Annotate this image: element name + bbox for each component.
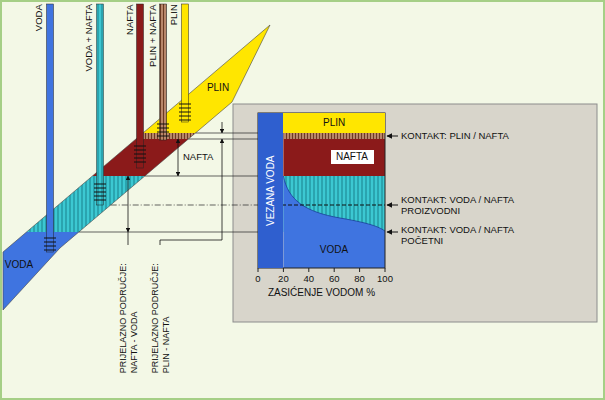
transition-zone-label: PRIJELAZNO PODRUČJE: PLIN - NAFTA [149, 248, 171, 373]
axis-tick-label: 100 [377, 273, 393, 284]
node-text: PLIN [323, 117, 345, 129]
bound-water-column: VEZANA VODA [258, 113, 283, 268]
saturation-curve [283, 176, 385, 231]
well-label: VODA + NAFTA [83, 4, 94, 72]
node-text: VODA [5, 259, 33, 271]
water-oil-well [97, 4, 104, 205]
node-text: VODA [320, 244, 348, 256]
oil-well [137, 4, 144, 168]
contact-label: KONTAKT: VODA / NAFTA POČETNI [401, 224, 536, 247]
contact-line [196, 133, 259, 134]
axis-tick-label: 0 [255, 273, 260, 284]
water-well [47, 4, 54, 252]
well-label: NAFTA [123, 4, 134, 34]
axis-tick-label: 40 [304, 273, 315, 284]
dimension-line [128, 176, 129, 232]
perforation-marks [44, 104, 191, 250]
well-label: PLIN + NAFTA [146, 4, 157, 66]
water-band-label: VODA [317, 243, 352, 257]
gas-oil-well [160, 4, 167, 140]
pointer-arrow [387, 232, 398, 233]
contact-label: KONTAKT: PLIN / NAFTA [401, 130, 536, 141]
production-contact-line [111, 205, 258, 206]
chart-panel [233, 104, 597, 322]
chart-oil-zone [283, 139, 385, 176]
saturation-curve-area [283, 176, 385, 268]
gas-band: PLIN [283, 113, 385, 133]
contact-line [145, 176, 258, 177]
axis-ticks [258, 268, 385, 272]
oil-label-box: NAFTA [331, 150, 374, 164]
leader-line [160, 139, 222, 245]
axis-tick-label: 60 [329, 273, 340, 284]
pointer-arrow [387, 136, 398, 137]
axis-tick-label: 80 [354, 273, 365, 284]
pointer-arrow [387, 205, 398, 206]
axis-tick-label: 20 [278, 273, 289, 284]
well-label: PLIN [168, 4, 179, 25]
node-text: VEZANA VODA [265, 155, 277, 226]
zone-label: NAFTA [183, 151, 213, 162]
gas-zone-label: PLIN [204, 81, 233, 95]
contact-label: KONTAKT: VODA / NAFTA PROIZVODNI [401, 194, 536, 217]
well-label: VODA [33, 4, 44, 31]
water-zone-label: VODA [2, 258, 37, 272]
dimension-line [178, 139, 179, 176]
axis-title: ZASIĆENJE VODOM % [268, 287, 375, 299]
contact-line [79, 232, 258, 233]
chart-frame [258, 113, 385, 268]
node-text: PLIN [207, 82, 229, 94]
dimension-line [222, 122, 223, 133]
transition-zone-label: PRIJELAZNO PODRUČJE: NAFTA - VODA [117, 248, 139, 373]
leader-line [128, 232, 129, 245]
contact-line [188, 139, 258, 140]
node-text: NAFTA [336, 151, 368, 163]
chart-gas-oil-transition [283, 133, 385, 139]
